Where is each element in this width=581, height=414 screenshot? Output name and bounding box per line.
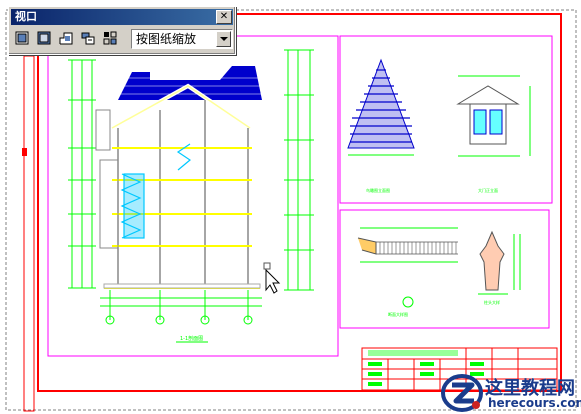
watermark-title: 这里教程网: [485, 378, 575, 399]
viewport-scale-button[interactable]: [101, 29, 119, 47]
convert-object-viewport-button[interactable]: [57, 29, 75, 47]
title-block: [361, 347, 558, 391]
polygonal-viewport-icon: [37, 31, 51, 45]
viewport-scale-select[interactable]: 按图纸缩放: [131, 29, 233, 49]
detail-section: 断面大样图 柱头大样: [357, 227, 521, 317]
polygonal-viewport-button[interactable]: [35, 29, 53, 47]
watermark-logo-icon: [441, 374, 483, 412]
single-viewport-icon: [15, 31, 29, 45]
single-viewport-button[interactable]: [13, 29, 31, 47]
viewport-top-right[interactable]: [339, 35, 553, 204]
svg-text:断面大样图: 断面大样图: [388, 311, 408, 317]
toolbar-title[interactable]: 视口 ✕: [11, 9, 233, 25]
clip-viewport-button[interactable]: [79, 29, 97, 47]
close-icon: ✕: [219, 11, 229, 22]
svg-text:大门正立面: 大门正立面: [478, 187, 498, 193]
page-boundary: [5, 9, 577, 411]
toolbar-title-text: 视口: [15, 10, 37, 23]
watermark: 这里教程网 herecours.com: [438, 372, 581, 414]
binding-margin: [23, 55, 35, 412]
svg-text:鸟瞰图立面图: 鸟瞰图立面图: [366, 187, 390, 193]
detail-pavilion: 鸟瞰图立面图 大门正立面: [347, 58, 531, 193]
svg-text:柱头大样: 柱头大样: [484, 299, 500, 305]
cursor-arrow-icon: [265, 268, 281, 294]
chevron-down-icon: [220, 37, 228, 41]
watermark-url: herecours.com: [488, 396, 581, 410]
viewports-toolbar: 视口 ✕: [8, 6, 236, 55]
margin-marker: [22, 148, 27, 156]
svg-text:1-1剖面图: 1-1剖面图: [180, 335, 203, 342]
clip-viewport-icon: [81, 32, 95, 45]
close-button[interactable]: ✕: [216, 10, 232, 24]
convert-object-icon: [59, 32, 73, 45]
viewport-bottom-right[interactable]: [339, 209, 550, 329]
building-section: 1-1剖面图: [68, 49, 314, 343]
scale-icon: [103, 31, 117, 45]
drawing-frame: [37, 13, 562, 392]
scale-value: 按图纸缩放: [136, 32, 197, 46]
dropdown-button[interactable]: [216, 31, 231, 47]
